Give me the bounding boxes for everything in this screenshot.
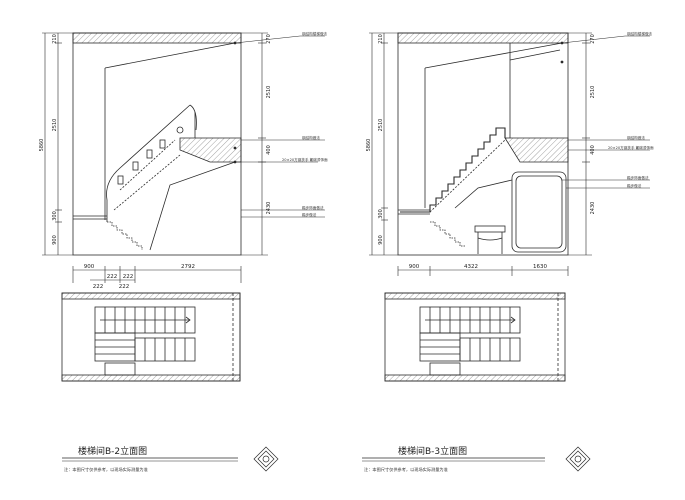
dim-bottom: 222 (107, 274, 118, 280)
elevation-b2-leader-dot (233, 146, 237, 150)
dim-right-middle: 2510 (266, 86, 272, 99)
elevation-b2-top-slab (72, 32, 242, 44)
dim-right-lower: 2430 (590, 202, 596, 215)
elevation-b2-callout-labels: 钢结构楼梯做法 钢结构做法 20×20方钢扶手 氟碳漆饰面 踏步饰面做法 踏步做… (282, 31, 328, 217)
dim-left-top: 210 (378, 34, 384, 44)
dim-bottom-sub: 222 (93, 284, 104, 290)
callout-label: 钢结构做法 (627, 135, 645, 140)
callout-label: 踏步饰面做法 (302, 205, 324, 210)
dim-bottom: 222 (123, 274, 134, 280)
elevation-b2-bottom-dims (72, 266, 242, 283)
callout-label: 钢结构楼梯做法 (627, 31, 653, 36)
elevation-b2-right-dims (241, 32, 268, 256)
drawing-note: 注：本图尺寸仅供参考，以现场实际测量为准 (364, 466, 448, 473)
callout-label: 踏步饰面做法 (627, 175, 649, 180)
elevation-b3-callouts (561, 35, 650, 189)
elevation-b3-right-dims (568, 32, 592, 256)
elevation-b2-right-dim-labels: 270 2510 400 2430 (266, 34, 272, 214)
callout-label: 钢结构楼梯做法 (302, 31, 328, 36)
dim-left-middle: 2510 (378, 119, 384, 132)
elevation-b3-top-slab (397, 32, 569, 44)
dim-left-bottom: 900 (378, 235, 384, 245)
dim-right-step: 400 (266, 145, 272, 155)
elevation-b3-landing-slab (504, 137, 569, 163)
elevation-b2-left-dims (42, 32, 73, 256)
elevation-b3-stair-profile (400, 127, 506, 213)
compass-seal-icon (565, 446, 591, 472)
dim-bottom: 2792 (181, 264, 195, 270)
elevation-b2-fixture (132, 161, 139, 171)
dim-bottom: 900 (409, 264, 420, 270)
elevation-b2-bottom-dim-labels: 900 222 222 2792 222 222 (84, 264, 195, 290)
callout-label: 20×20方钢扶手 氟碳漆饰面 (282, 157, 328, 162)
callout-label: 踏步做法 (627, 183, 642, 188)
plan-b2-top-wall (61, 292, 241, 300)
dim-bottom: 4322 (464, 264, 478, 270)
dim-left-bottom: 900 (52, 235, 58, 245)
elevation-b2-ceiling-line (104, 42, 236, 69)
drawing-title: 楼梯间B-2立面图 (78, 445, 147, 457)
dim-left-overall: 5860 (366, 139, 372, 152)
plan-b2-outline (61, 292, 241, 382)
elevation-b2-stringer (119, 139, 176, 191)
dim-right-top: 270 (590, 34, 596, 44)
elevation-b2-stringer-lower (113, 154, 181, 211)
elevation-b3-right-dim-labels: 270 2510 400 2430 (590, 34, 596, 214)
plan-b2 (61, 292, 241, 382)
plan-b2-bottom-wall (61, 374, 241, 382)
dim-right-lower: 2430 (266, 202, 272, 215)
dim-right-middle: 2510 (590, 86, 596, 99)
compass-seal-icon (253, 446, 279, 472)
elevation-b2-fixture (159, 139, 166, 149)
dim-left-overall: 5860 (39, 139, 45, 152)
plan-b3 (384, 292, 566, 382)
callout-label: 钢结构做法 (302, 135, 320, 140)
elevation-b2-fixture (117, 175, 124, 185)
elevation-b3-bottom-dims (397, 266, 569, 276)
dim-right-top: 270 (266, 34, 272, 44)
dim-bottom: 1630 (533, 264, 547, 270)
title-block-b2: 楼梯间B-2立面图 注：本图尺寸仅供参考，以现场实际测量为准 (62, 445, 279, 473)
plan-b3-outline (384, 292, 566, 382)
elevation-b3-left-dim-labels: 210 2510 300 900 5860 (366, 34, 384, 245)
dim-left-middle: 2510 (52, 119, 58, 132)
dim-bottom: 900 (84, 264, 95, 270)
dim-left-top: 210 (52, 34, 58, 44)
elevation-b2-fixture (176, 126, 184, 134)
elevation-b2-underside-line (149, 161, 236, 251)
drawing-note: 注：本图尺寸仅供参考，以现场实际测量为准 (64, 466, 148, 473)
elevation-b2-landing-slab (179, 137, 242, 163)
dim-bottom-sub: 222 (119, 284, 130, 290)
elevation-b2-left-dim-labels: 210 2510 300 900 5860 (39, 34, 58, 245)
callout-label: 踏步做法 (302, 212, 317, 217)
elevation-b2-callouts (234, 35, 325, 218)
elevation-b3 (397, 32, 569, 256)
elevation-b2-fixture (146, 149, 153, 159)
elevation-b3-callout-labels: 钢结构楼梯做法 钢结构做法 20×20方钢扶手 氟碳漆饰面 踏步饰面做法 踏步做… (608, 31, 654, 188)
elevation-b2-rail-curve (189, 104, 197, 131)
elevation-b2-lower-steps (107, 221, 143, 250)
elevation-b3-left-dims (369, 32, 398, 256)
callout-label: 20×20方钢扶手 氟碳漆饰面 (608, 145, 654, 150)
elevation-b3-console-table (474, 225, 506, 233)
elevation-b3-decor-panel (511, 171, 567, 253)
dim-left-lower: 300 (52, 211, 58, 221)
title-block-b3: 楼梯间B-3立面图 注：本图尺寸仅供参考，以现场实际测量为准 (362, 445, 591, 473)
drawing-title: 楼梯间B-3立面图 (398, 445, 467, 457)
dim-left-lower: 300 (378, 209, 384, 219)
elevation-b2 (72, 32, 242, 256)
elevation-b2-handrail (106, 104, 191, 222)
elevation-b3-bottom-dim-labels: 900 4322 1630 (409, 264, 548, 270)
